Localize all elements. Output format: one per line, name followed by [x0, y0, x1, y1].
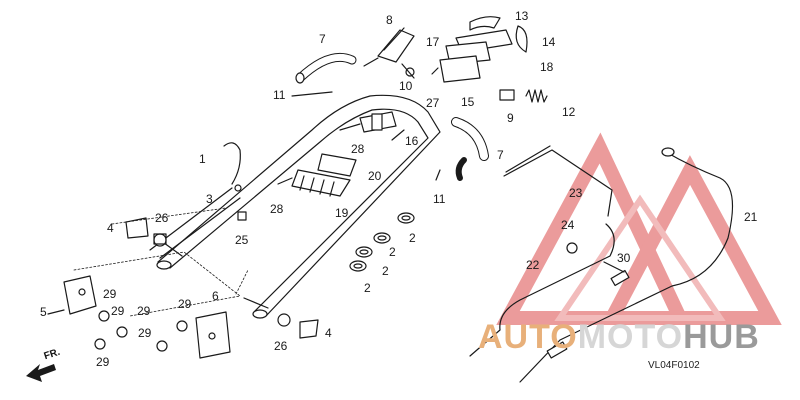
- spring-pin: [499, 89, 548, 103]
- callout-19: 19: [335, 206, 349, 220]
- lower-bracket-right: [156, 311, 231, 359]
- watermark-part-3: HUB: [683, 318, 760, 356]
- callout-17: 17: [426, 35, 440, 49]
- callout-29-f: 29: [96, 355, 110, 369]
- callout-18: 18: [540, 60, 554, 74]
- callout-24: 24: [561, 218, 575, 232]
- callout-22: 22: [526, 258, 540, 272]
- watermark-text: AUTOMOTOHUB: [478, 318, 760, 357]
- cable-clamp: [339, 111, 405, 141]
- watermark-logo: [496, 132, 782, 325]
- callout-26-right: 26: [274, 339, 288, 353]
- spring-washers: [349, 212, 415, 272]
- callout-2-c: 2: [382, 264, 389, 278]
- control-lever: [363, 27, 415, 79]
- callout-5: 5: [40, 305, 47, 319]
- callout-1: 1: [199, 152, 206, 166]
- callout-11-right: 11: [433, 192, 446, 206]
- callout-25: 25: [235, 233, 249, 247]
- front-arrow-icon: [26, 364, 56, 382]
- callout-15: 15: [461, 95, 475, 109]
- watermark-part-1: AUTO: [478, 318, 578, 356]
- callout-20: 20: [368, 169, 382, 183]
- callout-29-e: 29: [138, 326, 152, 340]
- lower-bracket-left: [47, 275, 128, 350]
- cable-guide-right: [435, 117, 489, 181]
- callout-11-top: 11: [273, 88, 286, 102]
- callout-4-right: 4: [325, 326, 332, 340]
- callout-29-d: 29: [178, 297, 192, 311]
- upper-handle: [156, 94, 441, 319]
- left-fasteners: [125, 211, 247, 247]
- right-fasteners: [277, 313, 319, 339]
- callout-21: 21: [744, 210, 758, 224]
- throttle-lever: [431, 16, 528, 83]
- callout-2-d: 2: [364, 281, 371, 295]
- callout-14: 14: [542, 35, 556, 49]
- callout-4-left: 4: [107, 221, 114, 235]
- callout-30: 30: [617, 251, 631, 265]
- callout-3: 3: [206, 192, 213, 206]
- callout-27: 27: [426, 96, 440, 110]
- callout-28-top: 28: [351, 142, 365, 156]
- callout-28-left: 28: [270, 202, 284, 216]
- callout-7-right: 7: [497, 148, 504, 162]
- brake-cable: [469, 223, 630, 357]
- callout-9: 9: [507, 111, 514, 125]
- callout-13: 13: [515, 9, 529, 23]
- assembly-guides: [73, 207, 249, 317]
- watermark-part-2: MOTO: [577, 318, 684, 356]
- cable-guide-top: [291, 52, 357, 97]
- lock-pin: [223, 142, 242, 192]
- callout-23: 23: [569, 186, 583, 200]
- callout-2-b: 2: [389, 245, 396, 259]
- callout-26-left: 26: [155, 211, 169, 225]
- callout-10: 10: [399, 79, 413, 93]
- diagram-code: VL04F0102: [648, 360, 700, 371]
- callout-29-b: 29: [111, 304, 125, 318]
- cable-cover: [277, 153, 357, 197]
- throttle-cable: [519, 147, 734, 383]
- callout-7-top: 7: [319, 32, 326, 46]
- callout-6: 6: [212, 289, 219, 303]
- callout-8: 8: [386, 13, 393, 27]
- callout-12: 12: [562, 105, 576, 119]
- control-rod: [503, 145, 613, 217]
- callout-16: 16: [405, 134, 419, 148]
- callout-2-a: 2: [409, 231, 416, 245]
- callout-29-a: 29: [103, 287, 117, 301]
- callout-29-c: 29: [137, 304, 151, 318]
